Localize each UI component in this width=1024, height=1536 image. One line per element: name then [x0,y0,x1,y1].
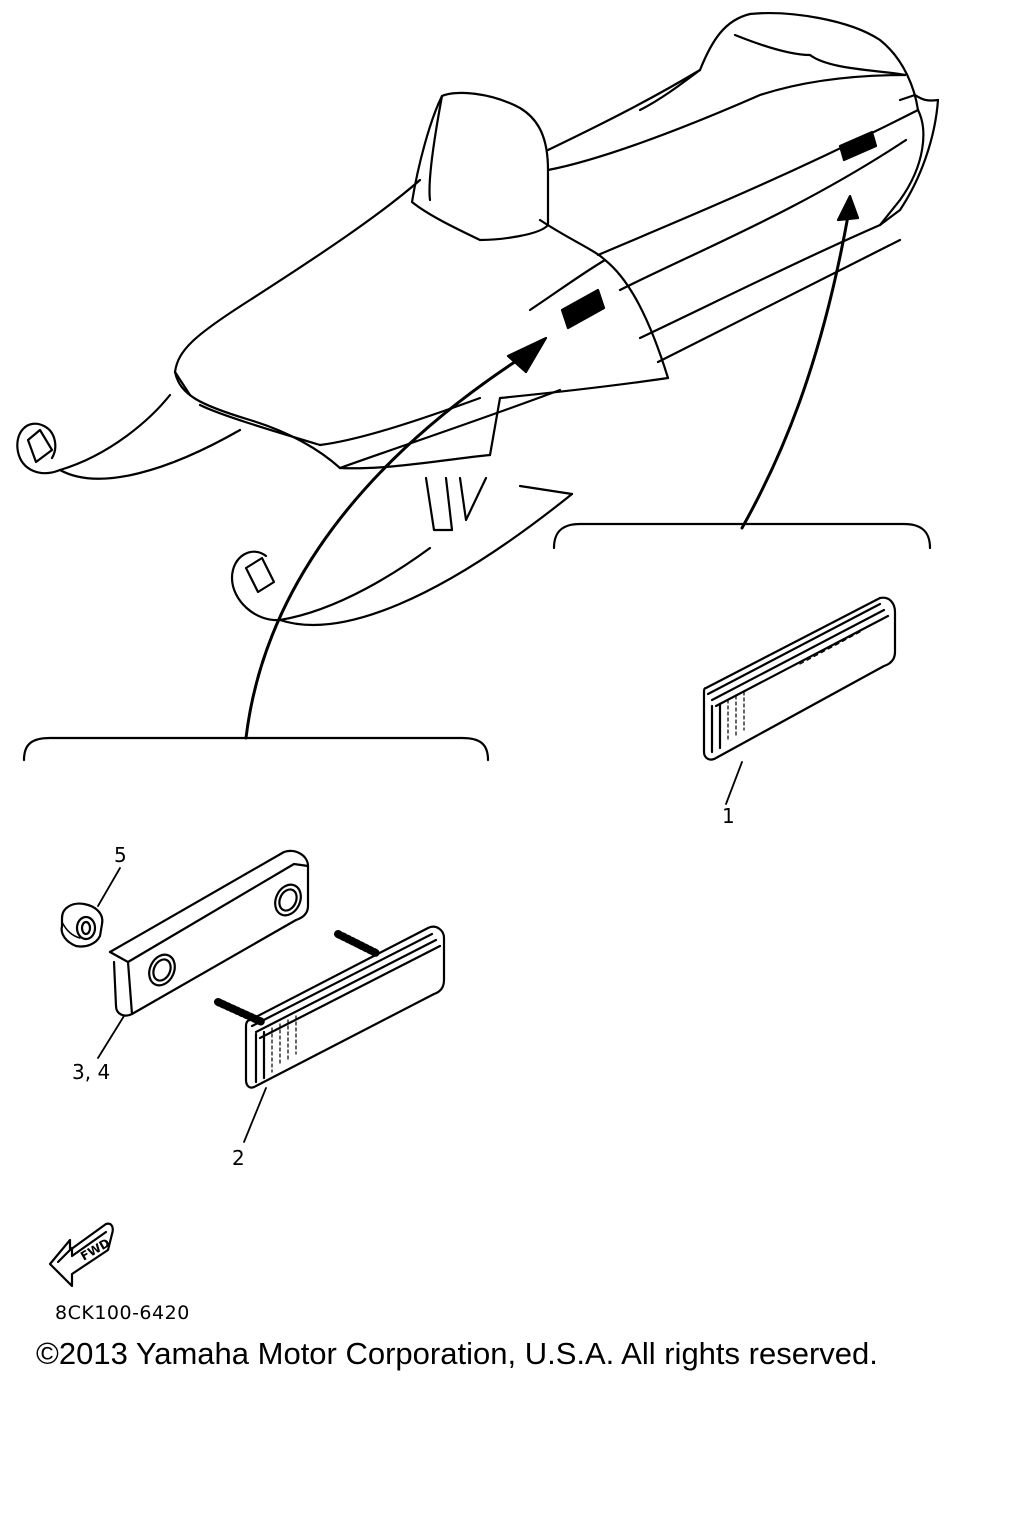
copyright-notice: ©2013 Yamaha Motor Corporation, U.S.A. A… [36,1336,878,1371]
detail-bracket-rear [552,522,932,550]
rear-reflector [702,596,897,805]
callout-part-3-4: 3, 4 [72,1060,111,1084]
detail-bracket-front [22,736,490,762]
front-reflector [214,925,446,1143]
fwd-arrow-icon [48,1222,114,1288]
callout-part-2: 2 [232,1146,245,1170]
callout-part-5: 5 [114,843,127,867]
snowmobile-illustration [16,12,940,627]
callout-part-1: 1 [722,804,735,828]
diagram-code: 8CK100-6420 [55,1302,190,1324]
pointer-arrows [244,194,860,740]
nut-part [60,867,121,948]
spacer-plate [97,849,310,1059]
